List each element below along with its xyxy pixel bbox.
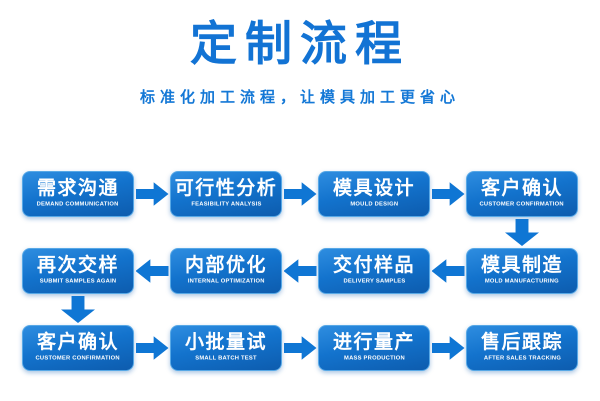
step-label-zh: 模具设计 [332, 178, 415, 200]
step-label-en: MOULD DESIGN [350, 200, 398, 208]
step-label-en: FEASIBILITY ANALYSIS [190, 200, 262, 208]
step-label-en: CUSTOMER CONFIRMATION [479, 200, 565, 208]
step-label-zh: 模具制造 [480, 255, 563, 277]
arrow-right-icon [431, 182, 465, 206]
arrow-left-icon [431, 259, 465, 283]
step-label-en: MASS PRODUCTION [343, 354, 405, 362]
process-flowchart: 需求沟通 DEMAND COMMUNICATION 可行性分析 FEASIBIL… [0, 171, 600, 381]
step-label-zh: 客户确认 [36, 332, 119, 354]
flow-step-delivery-samples: 交付样品 DELIVERY SAMPLES [318, 248, 430, 294]
step-label-en: CUSTOMER CONFIRMATION [35, 354, 121, 362]
flow-step-after-sales-tracking: 售后跟踪 AFTER SALES TRACKING [466, 325, 578, 371]
arrow-down-icon [61, 296, 95, 323]
step-label-zh: 客户确认 [480, 178, 563, 200]
step-label-zh: 进行量产 [332, 332, 415, 354]
step-label-zh: 小批量试 [184, 332, 267, 354]
step-label-en: DELIVERY SAMPLES [342, 277, 406, 285]
arrow-right-icon [283, 336, 317, 360]
arrow-right-icon [431, 336, 465, 360]
arrow-right-icon [283, 182, 317, 206]
page-subtitle: 标准化加工流程，让模具加工更省心 [139, 89, 460, 106]
flow-step-small-batch-test: 小批量试 SMALL BATCH TEST [170, 325, 282, 371]
flow-step-mold-manufacturing: 模具制造 MOLD MANUFACTURING [466, 248, 578, 294]
step-label-en: MOLD MANUFACTURING [484, 277, 560, 285]
step-label-zh: 交付样品 [332, 255, 415, 277]
step-label-zh: 售后跟踪 [480, 332, 563, 354]
step-label-en: AFTER SALES TRACKING [483, 354, 561, 362]
step-label-en: SUBMIT SAMPLES AGAIN [39, 277, 117, 285]
flow-row-1: 需求沟通 DEMAND COMMUNICATION 可行性分析 FEASIBIL… [0, 171, 600, 217]
page-title: 定制流程 [190, 17, 410, 70]
flow-step-feasibility-analysis: 可行性分析 FEASIBILITY ANALYSIS [170, 171, 282, 217]
step-label-en: DEMAND COMMUNICATION [37, 200, 119, 208]
arrow-left-icon [135, 259, 169, 283]
flow-row-3: 客户确认 CUSTOMER CONFIRMATION 小批量试 SMALL BA… [0, 325, 600, 371]
arrow-right-icon [135, 336, 169, 360]
step-label-zh: 内部优化 [184, 255, 267, 277]
step-label-en: INTERNAL OPTIMIZATION [187, 277, 265, 285]
step-label-zh: 可行性分析 [174, 178, 278, 200]
flow-step-customer-confirmation-2: 客户确认 CUSTOMER CONFIRMATION [22, 325, 134, 371]
step-label-en: SMALL BATCH TEST [195, 354, 257, 362]
flow-step-submit-samples-again: 再次交样 SUBMIT SAMPLES AGAIN [22, 248, 134, 294]
flow-step-mould-design: 模具设计 MOULD DESIGN [318, 171, 430, 217]
flow-step-customer-confirmation-1: 客户确认 CUSTOMER CONFIRMATION [466, 171, 578, 217]
step-label-zh: 再次交样 [36, 255, 119, 277]
arrow-down-icon [505, 219, 539, 246]
flow-step-demand-communication: 需求沟通 DEMAND COMMUNICATION [22, 171, 134, 217]
step-label-zh: 需求沟通 [36, 178, 119, 200]
flow-step-mass-production: 进行量产 MASS PRODUCTION [318, 325, 430, 371]
arrow-left-icon [283, 259, 317, 283]
flow-step-internal-optimization: 内部优化 INTERNAL OPTIMIZATION [170, 248, 282, 294]
arrow-right-icon [135, 182, 169, 206]
flow-row-2: 再次交样 SUBMIT SAMPLES AGAIN 内部优化 INTERNAL … [0, 248, 600, 294]
